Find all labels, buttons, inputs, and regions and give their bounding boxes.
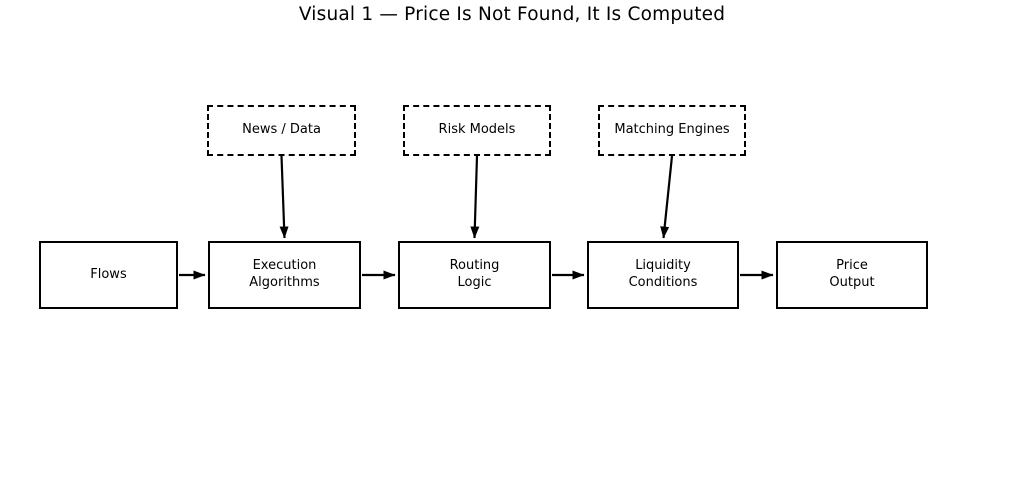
diagram-title: Visual 1 — Price Is Not Found, It Is Com… (298, 4, 726, 25)
pipeline-box-liquidity-conditions: Liquidity Conditions (587, 241, 739, 309)
pipeline-box-execution-algorithms: Execution Algorithms (208, 241, 361, 309)
arrow-risk-to-routing (470, 155, 480, 239)
pipeline-box-routing-logic-label: Routing Logic (449, 258, 500, 290)
arrow-matching-to-liquidity (660, 155, 674, 239)
pipeline-box-execution-algorithms-label: Execution Algorithms (249, 258, 320, 290)
input-box-risk-models: Risk Models (403, 105, 551, 156)
input-box-news-data: News / Data (207, 105, 356, 156)
arrow-news-to-execution (279, 155, 289, 239)
input-box-matching-engines: Matching Engines (598, 105, 746, 156)
pipeline-box-price-output-label: Price Output (829, 258, 875, 290)
input-box-matching-engines-label: Matching Engines (614, 122, 730, 138)
input-box-news-data-label: News / Data (242, 122, 321, 138)
pipeline-box-liquidity-conditions-label: Liquidity Conditions (628, 258, 698, 290)
pipeline-box-routing-logic: Routing Logic (398, 241, 551, 309)
pipeline-box-price-output: Price Output (776, 241, 928, 309)
pipeline-box-flows-label: Flows (90, 266, 127, 282)
input-box-risk-models-label: Risk Models (438, 122, 516, 138)
pipeline-box-flows: Flows (39, 241, 178, 309)
